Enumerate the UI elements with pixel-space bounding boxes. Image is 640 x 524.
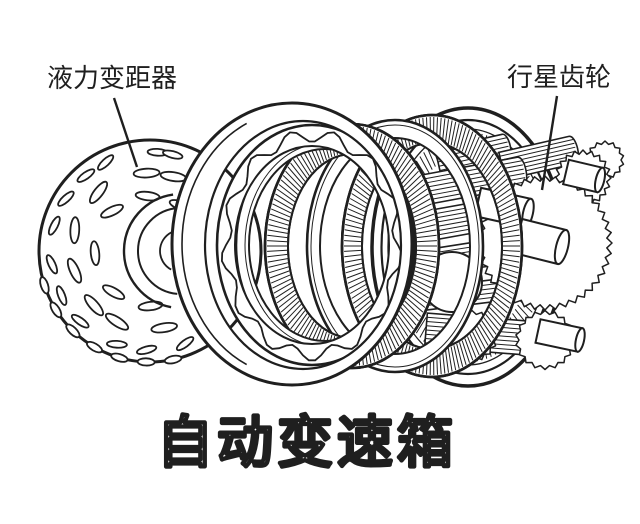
drum-spacer-band (305, 118, 485, 374)
torus-slot (76, 168, 96, 183)
rim-bump (86, 340, 103, 354)
wave-pattern (220, 131, 404, 362)
torus-slot (106, 339, 128, 349)
leader-line-torque-converter (112, 97, 139, 168)
torus-slot (66, 257, 83, 284)
torus-slot (88, 180, 109, 204)
output-shaft (512, 217, 571, 266)
torus-slot (175, 336, 195, 352)
torus-slot (150, 321, 178, 334)
torus-slot (55, 285, 68, 306)
torus-slot (97, 154, 115, 171)
torus-slot (89, 240, 101, 267)
leader-line-planetary-gear (540, 95, 559, 191)
diagram-caption: 自动变速箱 (157, 411, 457, 474)
label-torque-converter: 液力变距器 (47, 63, 177, 93)
gear-shaft (534, 318, 586, 353)
torus-slot (45, 254, 59, 275)
torus-slot (104, 312, 130, 331)
torus-slot (70, 313, 90, 329)
rim-bump (110, 352, 129, 363)
torus-slot (102, 284, 126, 300)
callouts: 液力变距器 行星齿轮 自动变速箱 (47, 62, 611, 475)
torus-slot (57, 190, 75, 207)
rim-bump (163, 354, 183, 365)
rim-bump (49, 301, 63, 319)
torus-slot (69, 216, 81, 245)
bell-housing-cover (170, 101, 414, 387)
torus-slot (136, 344, 158, 355)
gear-shaft (561, 158, 607, 194)
label-planetary-gear: 行星齿轮 (507, 62, 611, 92)
rim-bump (39, 276, 50, 295)
torus-slot (47, 215, 61, 236)
torus-slot (100, 203, 124, 219)
torus-slot (162, 149, 184, 160)
torus-slot (132, 167, 161, 179)
rim-bump (136, 357, 156, 367)
torus-slot (83, 294, 105, 317)
rim-bump (65, 323, 81, 339)
